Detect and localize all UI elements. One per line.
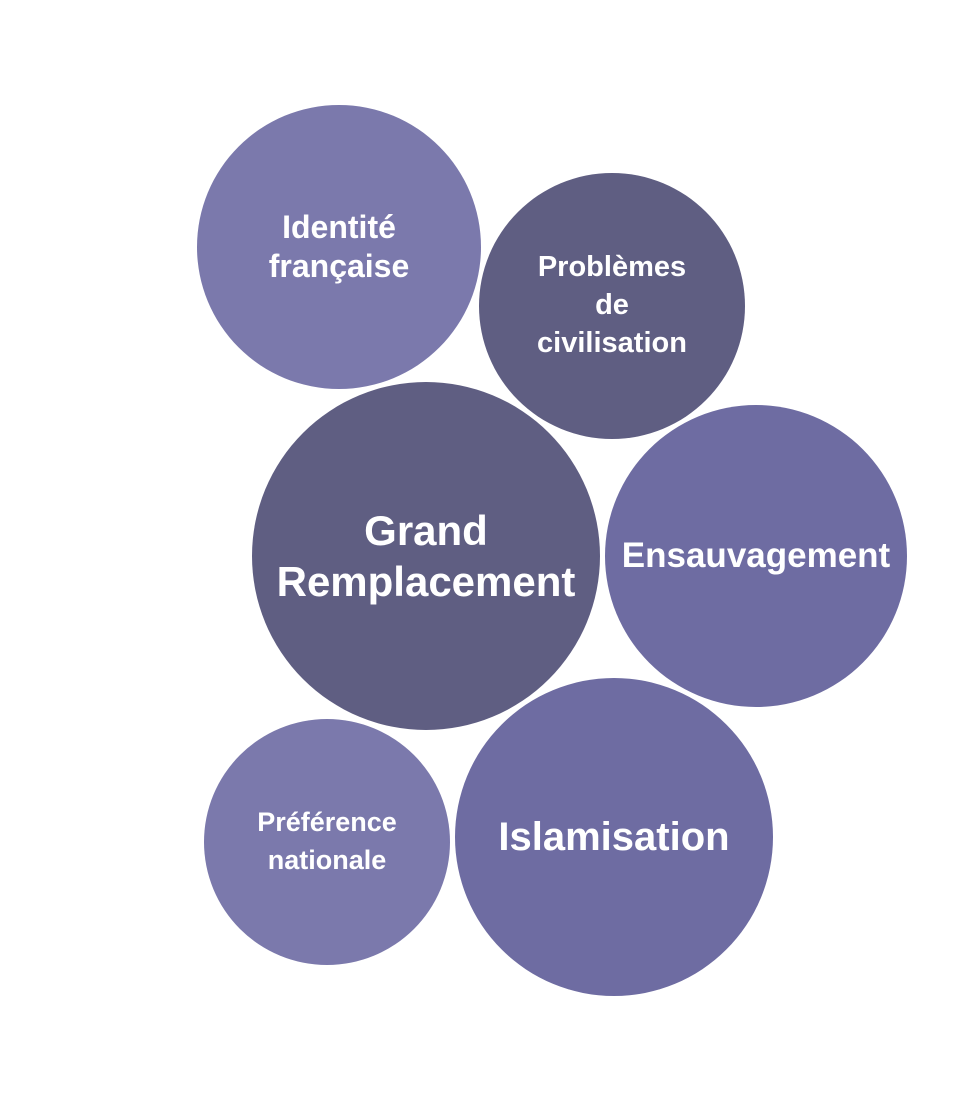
bubble-ensauvagement: Ensauvagement xyxy=(605,405,907,707)
bubble-label: Grand Remplacement xyxy=(276,506,576,605)
bubble-label: Identité française xyxy=(268,208,410,284)
bubble-identite-francaise: Identité française xyxy=(197,105,481,389)
bubble-label: Préférence nationale xyxy=(257,807,397,875)
bubble-islamisation: Islamisation xyxy=(455,678,773,996)
bubble-label: Islamisation xyxy=(498,814,730,859)
bubble-grand-remplacement: Grand Remplacement xyxy=(252,382,600,730)
bubble-problemes-de-civilisation: Problèmes de civilisation xyxy=(479,173,745,439)
bubble-label: Ensauvagement xyxy=(621,535,891,575)
bubble-label: Problèmes de civilisation xyxy=(537,251,687,359)
bubble-preference-nationale: Préférence nationale xyxy=(204,719,450,965)
